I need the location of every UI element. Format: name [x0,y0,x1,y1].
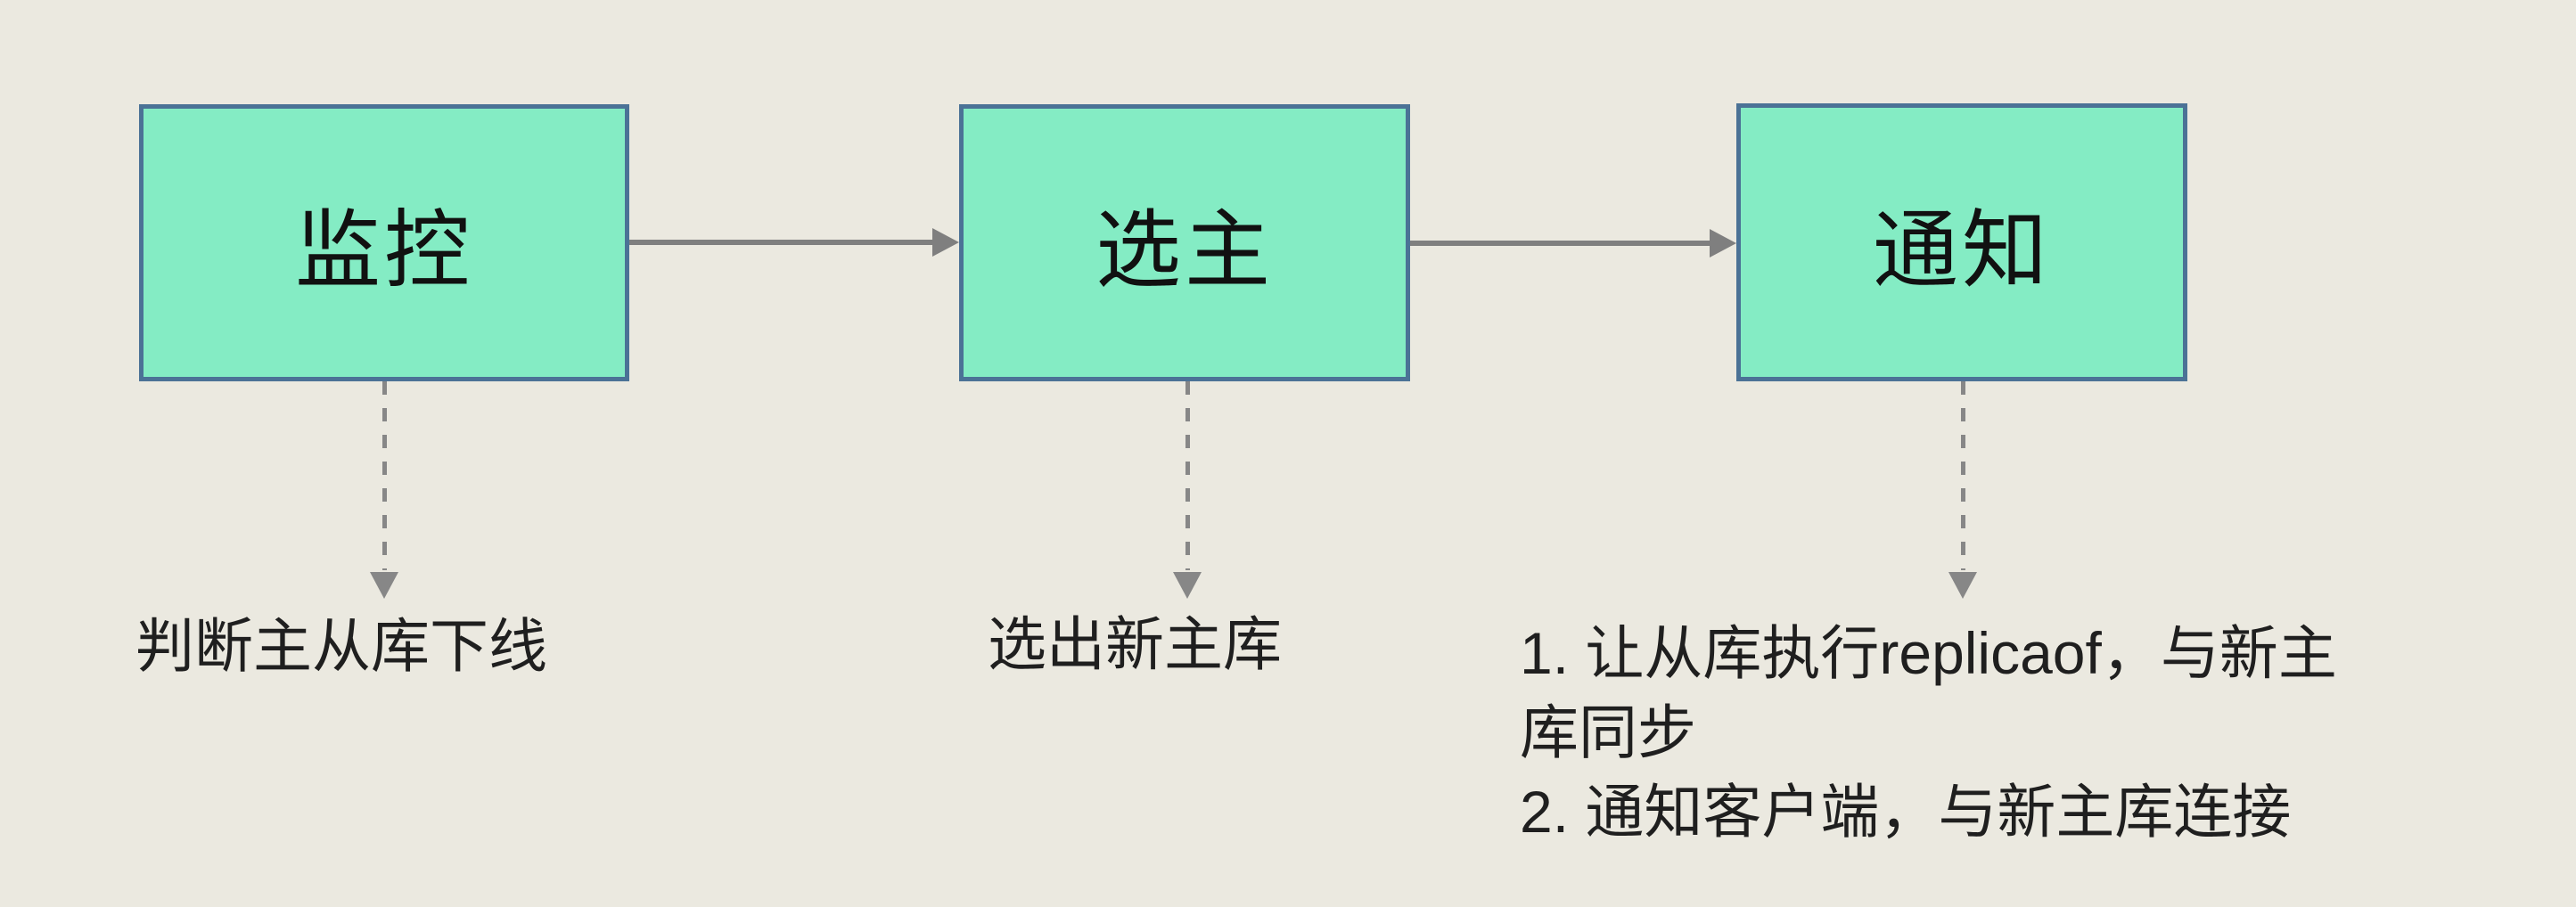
dashed-arrow-notify-head-icon [1948,572,1977,599]
node-monitor: 监控 [139,104,629,381]
annotation-notify: 1. 让从库执行replicaof，与新主 库同步 2. 通知客户端，与新主库连… [1520,614,2337,852]
dashed-arrow-elect-line [1185,381,1190,570]
arrow-monitor-to-elect-head-icon [932,228,959,257]
dashed-arrow-elect-head-icon [1173,572,1202,599]
node-notify: 通知 [1736,103,2187,381]
annotation-elect-leader: 选出新主库 [988,611,1282,677]
arrow-elect-to-notify-head-icon [1710,229,1736,257]
node-monitor-label: 监控 [295,203,473,298]
node-elect-leader: 选主 [959,104,1410,381]
node-notify-label: 通知 [1873,202,2051,298]
dashed-arrow-notify-line [1961,381,1965,570]
annotation-notify-line-2: 库同步 [1520,699,1696,765]
arrow-elect-to-notify-line [1410,241,1713,246]
dashed-arrow-monitor-head-icon [370,572,398,599]
annotation-notify-line-3: 2. 通知客户端，与新主库连接 [1520,779,2292,845]
annotation-monitor: 判断主从库下线 [135,613,547,679]
node-elect-leader-label: 选主 [1095,203,1274,298]
arrow-monitor-to-elect-line [629,240,938,245]
annotation-notify-line-1: 1. 让从库执行replicaof，与新主 [1520,620,2337,686]
dashed-arrow-monitor-line [382,381,387,570]
